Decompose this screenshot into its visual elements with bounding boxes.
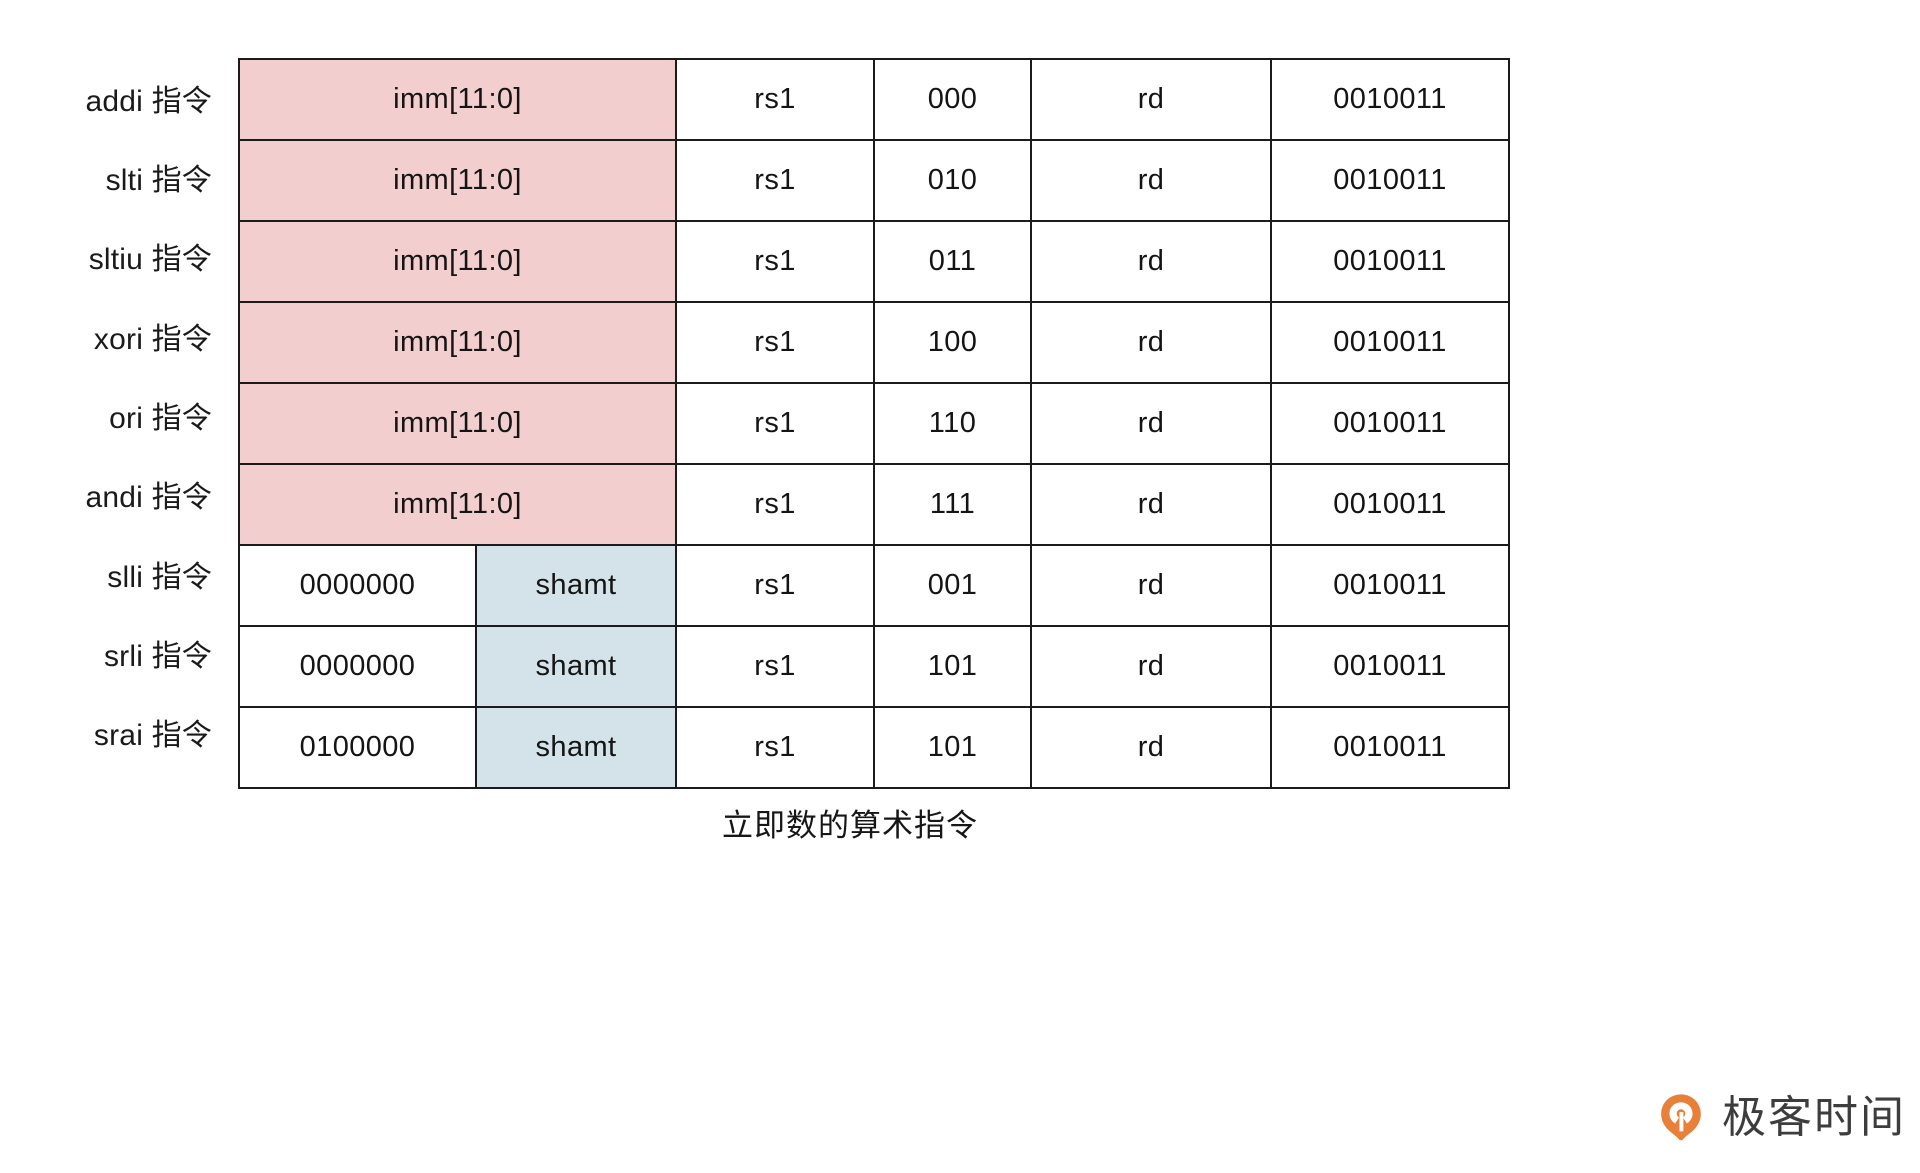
row-label-srai: srai 指令 [93,719,212,753]
cell-opcode: 0010011 [1270,625,1511,708]
cell-rs1: rs1 [675,625,876,708]
cell-opcode: 0010011 [1270,301,1511,384]
figure-caption: 立即数的算术指令 [722,808,978,843]
cell-shamt: shamt [474,706,678,789]
cell-rd: rd [1030,382,1273,465]
cell-rs1: rs1 [675,544,876,627]
cell-rd: rd [1030,544,1273,627]
cell-rs1: rs1 [675,58,876,141]
cell-rd: rd [1030,58,1273,141]
cell-rd: rd [1030,301,1273,384]
row-label-andi: andi 指令 [85,481,212,515]
cell-funct3: 000 [873,58,1033,141]
brand-watermark: 极客时间 [1654,1091,1906,1145]
cell-opcode: 0010011 [1270,382,1511,465]
cell-rd: rd [1030,706,1273,789]
cell-shamt: shamt [474,625,678,708]
cell-opcode: 0010011 [1270,58,1511,141]
table-row: imm[11:0] rs1 110 rd 0010011 [237,382,1511,465]
row-label-ori: ori 指令 [109,401,212,435]
row-label-slti: slti 指令 [105,163,212,197]
row-label-srli: srli 指令 [103,639,212,673]
cell-funct3: 011 [873,220,1033,303]
cell-funct3: 101 [873,706,1033,789]
row-label-xori: xori 指令 [93,322,212,356]
cell-funct3: 101 [873,625,1033,708]
cell-rs1: rs1 [675,220,876,303]
row-label-addi: addi 指令 [85,84,212,118]
cell-imm: imm[11:0] [237,301,678,384]
table-row: imm[11:0] rs1 000 rd 0010011 [237,58,1511,141]
cell-funct7: 0000000 [238,544,477,627]
instruction-encoding-table: imm[11:0] rs1 000 rd 0010011 imm[11:0] r… [237,58,1511,789]
cell-imm: imm[11:0] [237,58,678,141]
table-row: imm[11:0] rs1 011 rd 0010011 [237,220,1511,303]
row-label-slli: slli 指令 [107,560,212,594]
cell-rs1: rs1 [675,382,876,465]
cell-rs1: rs1 [675,139,876,222]
row-label-sltiu: sltiu 指令 [88,243,212,277]
table-row: imm[11:0] rs1 010 rd 0010011 [237,139,1511,222]
cell-rd: rd [1030,625,1273,708]
cell-funct3: 111 [873,463,1033,546]
row-label-column: addi 指令 slti 指令 sltiu 指令 xori 指令 ori 指令 … [0,58,212,772]
table-row: imm[11:0] rs1 111 rd 0010011 [237,463,1511,546]
cell-opcode: 0010011 [1270,706,1511,789]
table-row: 0000000 shamt rs1 001 rd 0010011 [238,544,1511,627]
cell-imm: imm[11:0] [237,463,678,546]
brand-name: 极客时间 [1722,1092,1906,1143]
cell-rd: rd [1030,139,1273,222]
cell-imm: imm[11:0] [237,382,678,465]
cell-imm: imm[11:0] [237,220,678,303]
geektime-logo-icon [1661,1094,1701,1141]
cell-opcode: 0010011 [1270,544,1511,627]
cell-funct7: 0000000 [238,625,477,708]
table-row: 0000000 shamt rs1 101 rd 0010011 [238,625,1511,708]
cell-funct3: 010 [873,139,1033,222]
cell-rs1: rs1 [675,463,876,546]
cell-rd: rd [1030,463,1273,546]
cell-funct3: 110 [873,382,1033,465]
cell-opcode: 0010011 [1270,139,1511,222]
cell-shamt: shamt [474,544,678,627]
cell-opcode: 0010011 [1270,463,1511,546]
cell-funct3: 001 [873,544,1033,627]
table-row: 0100000 shamt rs1 101 rd 0010011 [238,706,1511,789]
cell-rs1: rs1 [675,301,876,384]
cell-opcode: 0010011 [1270,220,1511,303]
table-row: imm[11:0] rs1 100 rd 0010011 [237,301,1511,384]
cell-rd: rd [1030,220,1273,303]
cell-funct3: 100 [873,301,1033,384]
cell-funct7: 0100000 [238,706,477,789]
cell-rs1: rs1 [675,706,876,789]
cell-imm: imm[11:0] [237,139,678,222]
